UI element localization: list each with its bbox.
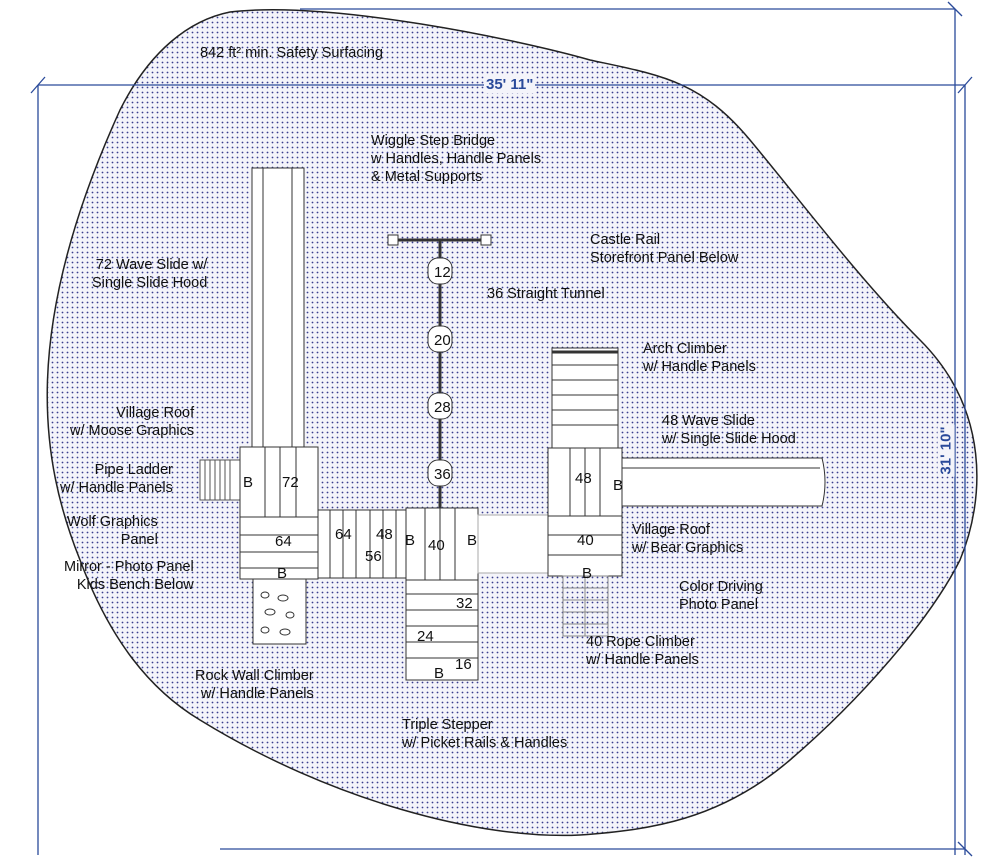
bench-marker: B (434, 665, 444, 682)
wave-slide-48 (621, 457, 826, 507)
walkway (317, 509, 407, 579)
bench-marker: B (277, 565, 287, 582)
wave-slide-72-label: 72 Wave Slide w/Single Slide Hood (92, 257, 208, 291)
depth-dimension: 31' 10" (937, 424, 955, 477)
walkway-height: 48 (376, 526, 393, 543)
rope-climber (562, 575, 609, 637)
bench-marker: B (243, 474, 253, 491)
tunnel-label: 36 Straight Tunnel (487, 286, 605, 302)
bridge-step-28: 28 (434, 399, 451, 416)
wiggle-bridge (387, 234, 492, 508)
bench-marker: B (582, 565, 592, 582)
left-tower-bottom-height: 64 (275, 533, 292, 550)
left-tower (239, 446, 319, 580)
bridge-step-12: 12 (434, 264, 451, 281)
width-dimension: 35' 11" (484, 76, 536, 93)
walkway-height: 64 (335, 526, 352, 543)
walkway-height: 56 (365, 548, 382, 565)
triple-stepper (405, 579, 479, 681)
bridge-step-20: 20 (434, 332, 451, 349)
stepper-height: 32 (456, 595, 473, 612)
right-tower-bottom-height: 40 (577, 532, 594, 549)
center-deck (405, 507, 549, 581)
pipe-ladder (199, 459, 241, 501)
surfacing-label: 842 ft² min. Safety Surfacing (200, 45, 383, 61)
deck-height-labels: 12 20 28 36 72 B 64 B 64 48 56 B 40 B 32… (243, 264, 623, 682)
right-tower-top-height: 48 (575, 470, 592, 487)
right-tower (547, 447, 623, 577)
stepper-height: 24 (417, 628, 434, 645)
bench-marker: B (405, 532, 415, 549)
bridge-step-36: 36 (434, 466, 451, 483)
center-deck-height: 40 (428, 537, 445, 554)
bench-marker: B (467, 532, 477, 549)
bench-marker: B (613, 477, 623, 494)
rock-wall (252, 578, 307, 645)
arch-climber (551, 347, 619, 449)
wave-slide-72 (251, 167, 305, 449)
stepper-height: 16 (455, 656, 472, 673)
left-tower-top-height: 72 (282, 474, 299, 491)
